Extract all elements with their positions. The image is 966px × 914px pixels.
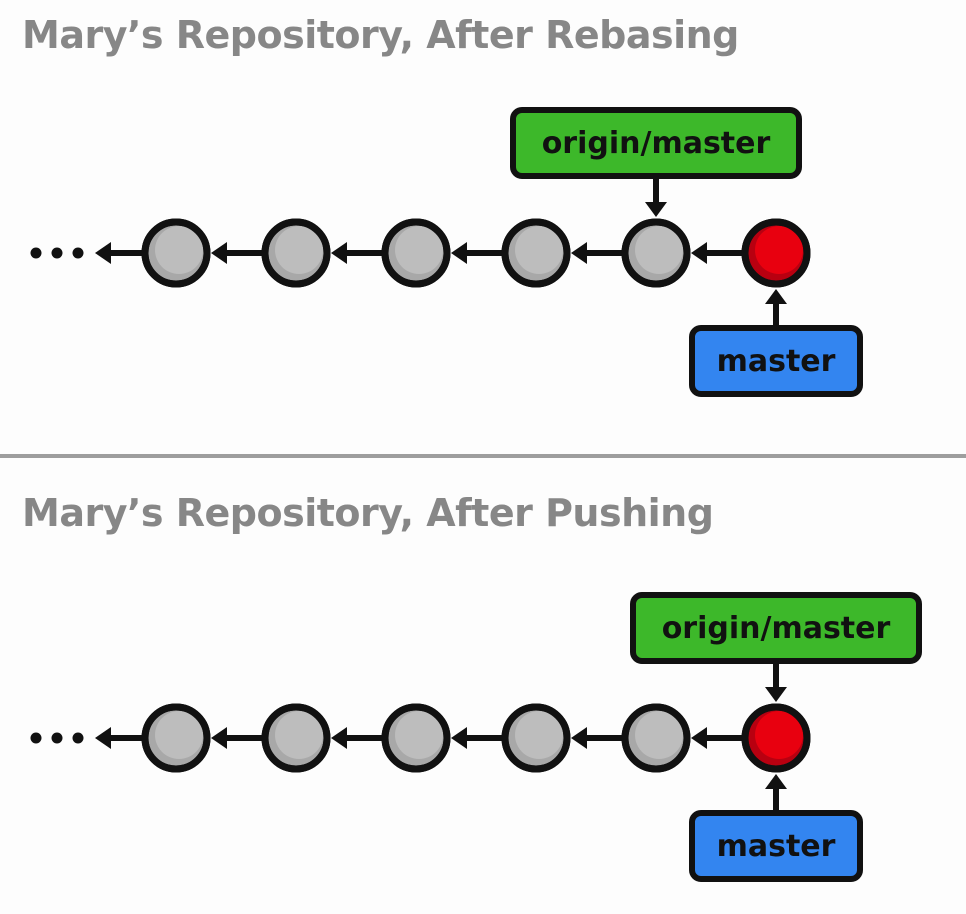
parent-arrow <box>211 727 262 749</box>
commit-node <box>141 703 211 773</box>
panel-title-after-rebasing: Mary’s Repository, After Rebasing <box>22 13 739 57</box>
commit-node <box>261 703 331 773</box>
commit-node <box>621 218 691 288</box>
parent-arrow <box>571 727 622 749</box>
head-commit-node <box>741 703 811 773</box>
parent-arrow <box>331 727 382 749</box>
remote-branch-name: origin/master <box>542 126 771 161</box>
ref-pointer-arrow <box>645 176 667 217</box>
parent-arrow <box>691 727 742 749</box>
history-ellipsis-icon <box>30 732 84 744</box>
commit-node <box>501 218 571 288</box>
panel-title-after-pushing: Mary’s Repository, After Pushing <box>22 491 714 535</box>
remote-branch-label: origin/master <box>630 592 922 702</box>
local-branch-name: master <box>717 344 836 379</box>
commit-node <box>381 703 451 773</box>
local-branch-label: master <box>689 289 863 397</box>
commit-node <box>141 218 211 288</box>
parent-arrow <box>451 727 502 749</box>
parent-arrow <box>691 242 742 264</box>
section-divider <box>0 454 966 458</box>
remote-branch-name: origin/master <box>662 611 891 646</box>
ref-pointer-arrow <box>765 661 787 702</box>
commit-graph-after-rebasing: origin/master master <box>30 107 863 397</box>
remote-branch-label: origin/master <box>510 107 802 217</box>
commit-node <box>381 218 451 288</box>
arrow-to-history <box>95 727 142 749</box>
parent-arrow <box>331 242 382 264</box>
commit-node <box>501 703 571 773</box>
parent-arrow <box>451 242 502 264</box>
local-branch-name: master <box>717 829 836 864</box>
ref-pointer-arrow <box>765 774 787 813</box>
parent-arrow <box>211 242 262 264</box>
ref-pointer-arrow <box>765 289 787 328</box>
commit-node <box>261 218 331 288</box>
parent-arrow <box>571 242 622 264</box>
arrow-to-history <box>95 242 142 264</box>
commit-graph-after-pushing: origin/master master <box>30 592 922 882</box>
head-commit-node <box>741 218 811 288</box>
commit-node <box>621 703 691 773</box>
history-ellipsis-icon <box>30 247 84 259</box>
local-branch-label: master <box>689 774 863 882</box>
